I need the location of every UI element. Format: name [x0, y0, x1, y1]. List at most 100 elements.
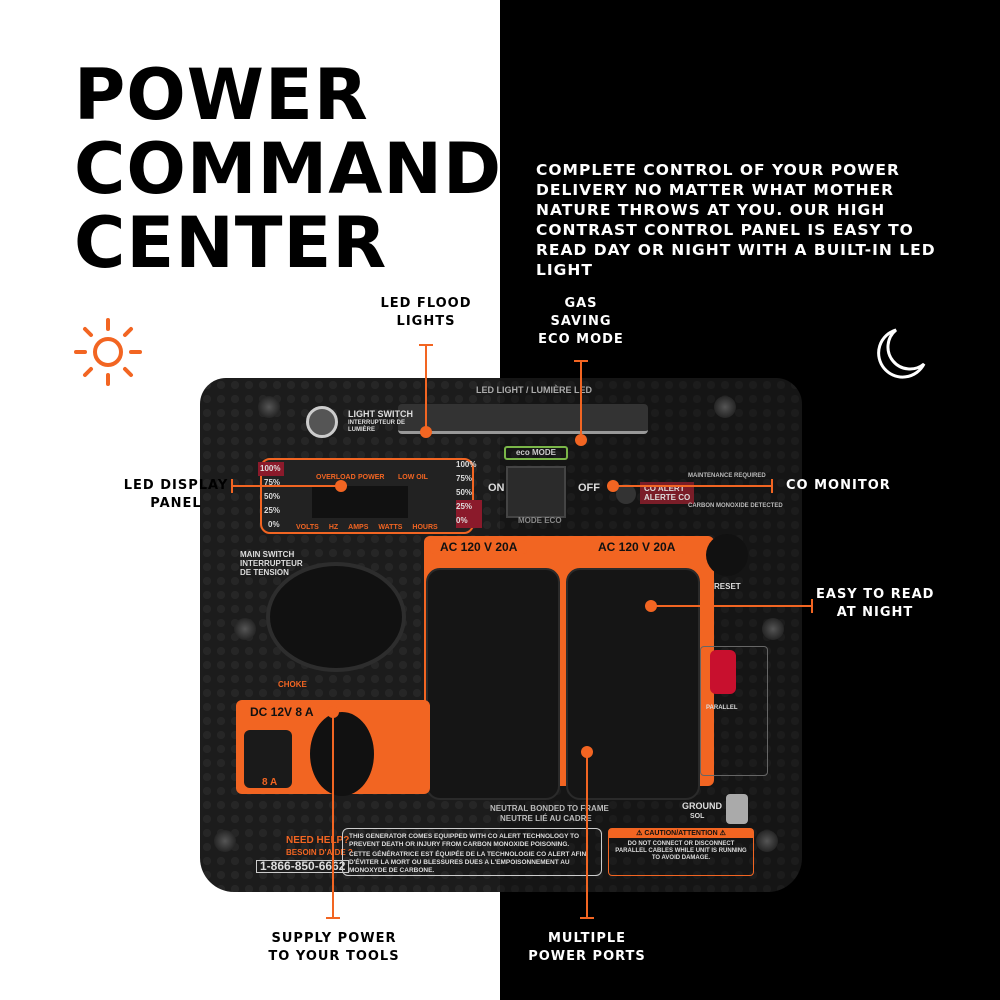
callout-dot [575, 434, 587, 446]
callout-text: GAS [564, 296, 598, 311]
light-switch-label: LIGHT SWITCH [348, 409, 413, 419]
control-panel: LED LIGHT / LUMIÈRE LED LIGHT SWITCH INT… [200, 378, 802, 892]
unit-label: WATTS [378, 524, 403, 531]
dc-fuse[interactable] [244, 730, 292, 788]
low-oil-indicator: LOW OIL [398, 474, 428, 481]
title-line: POWER [74, 54, 369, 136]
callout-line [326, 917, 340, 919]
screw [756, 830, 778, 852]
screw [714, 396, 736, 418]
power-indicator: POWER [358, 474, 385, 481]
parallel-label: PARALLEL [706, 705, 738, 711]
reset-label: RESET [714, 582, 741, 591]
screw [762, 618, 784, 640]
page-title: POWER COMMAND CENTER [74, 58, 502, 280]
scale-label: 100% [258, 462, 284, 476]
dc-label: DC 12V 8 A [250, 705, 314, 719]
bonded-label: NEUTRAL BONDED TO FRAME [490, 804, 609, 813]
scale-label: 0% [456, 514, 482, 528]
scale-label: 50% [456, 488, 473, 497]
digital-readout [312, 486, 408, 518]
screw [234, 618, 256, 640]
callout-line [586, 752, 588, 918]
co-alert-text-fr: ALERTE CO [644, 493, 691, 502]
callout-line [419, 344, 433, 346]
unit-label: HZ [328, 524, 339, 531]
callout-text: LED DISPLAY [123, 478, 229, 493]
led-light-bar [398, 404, 648, 434]
main-switch-knob[interactable] [266, 562, 406, 672]
reset-button[interactable] [706, 534, 748, 576]
scale-label: 25% [264, 506, 281, 515]
scale-label: 100% [456, 460, 477, 469]
callout-line [811, 599, 813, 613]
caution-text: DO NOT CONNECT OR DISCONNECT PARALLEL CA… [615, 841, 747, 861]
callout-text: AT NIGHT [836, 605, 914, 620]
callout-gas-saving: GAS SAVING ECO MODE [530, 295, 632, 349]
scale-label: 75% [456, 474, 473, 483]
mode-eco-label: MODE ECO [518, 516, 562, 525]
parallel-cap[interactable] [710, 650, 736, 694]
callout-line [580, 360, 582, 440]
eco-mode-switch[interactable] [506, 466, 566, 518]
callout-text: POWER PORTS [528, 949, 646, 964]
callout-dot [420, 426, 432, 438]
overload-indicator: OVERLOAD [316, 474, 356, 481]
need-help-label: NEED HELP? [286, 835, 350, 846]
eco-mode-badge: eco MODE [504, 446, 568, 460]
need-help-label-fr: BESOIN D'AIDE ? [286, 848, 353, 857]
callout-line [574, 360, 588, 362]
callout-text: ECO MODE [538, 332, 624, 347]
callout-line [613, 485, 773, 487]
callout-text: MULTIPLE [547, 931, 627, 946]
callout-multiple-ports: MULTIPLE POWER PORTS [528, 930, 646, 966]
unit-label: AMPS [348, 524, 369, 531]
light-switch-button[interactable] [306, 406, 338, 438]
outlet-label-a: AC 120 V 20A [430, 540, 528, 554]
scale-label: 0% [268, 520, 280, 529]
caution-notice: ⚠ CAUTION/ATTENTION ⚠ DO NOT CONNECT OR … [608, 828, 754, 876]
main-switch-text-fr: INTERRUPTEUR DE TENSION [240, 559, 303, 577]
dc-outlet[interactable] [310, 712, 374, 796]
title-line: COMMAND [74, 128, 503, 210]
callout-text: LED FLOOD [380, 296, 472, 311]
co-alert-text: CO ALERT [644, 484, 685, 493]
callout-dot [581, 746, 593, 758]
title-line: CENTER [74, 202, 388, 284]
ground-label: GROUND [682, 801, 722, 811]
unit-label: VOLTS [296, 524, 319, 531]
callout-text: TO YOUR TOOLS [268, 949, 400, 964]
dc-fuse-label: 8 A [262, 777, 278, 788]
co-notice: THIS GENERATOR COMES EQUIPPED WITH CO AL… [342, 828, 602, 876]
phone-number[interactable]: 1-866-850-6662 [256, 860, 350, 873]
callout-dot [645, 600, 657, 612]
unit-labels: VOLTS HZ AMPS WATTS HOURS [296, 523, 438, 532]
ac-outlet-cover-a[interactable] [426, 568, 560, 800]
scale-label: 25% [456, 500, 482, 514]
co-notice-text: THIS GENERATOR COMES EQUIPPED WITH CO AL… [349, 833, 580, 848]
ground-terminal[interactable] [726, 794, 748, 824]
parallel-ports [700, 646, 768, 776]
callout-line [651, 605, 813, 607]
intro-text: Complete control of your power delivery … [536, 161, 936, 279]
callout-easy-read: EASY TO READ AT NIGHT [816, 586, 934, 622]
choke-label: CHOKE [278, 680, 307, 689]
callout-text: EASY TO READ [816, 587, 935, 602]
callout-line [231, 479, 233, 493]
led-light-label: LED LIGHT / LUMIÈRE LED [476, 385, 592, 395]
screw [258, 396, 280, 418]
light-switch-label-fr: INTERRUPTEUR DE LUMIÈRE [348, 420, 406, 433]
callout-line [332, 712, 334, 918]
caution-title: ⚠ CAUTION/ATTENTION ⚠ [609, 829, 753, 838]
scale-label: 75% [264, 478, 281, 487]
outlet-label-b: AC 120 V 20A [588, 540, 686, 554]
callout-text: SAVING [550, 314, 612, 329]
callout-line [580, 917, 594, 919]
ground-label-fr: SOL [690, 813, 705, 820]
off-label: OFF [578, 482, 600, 494]
